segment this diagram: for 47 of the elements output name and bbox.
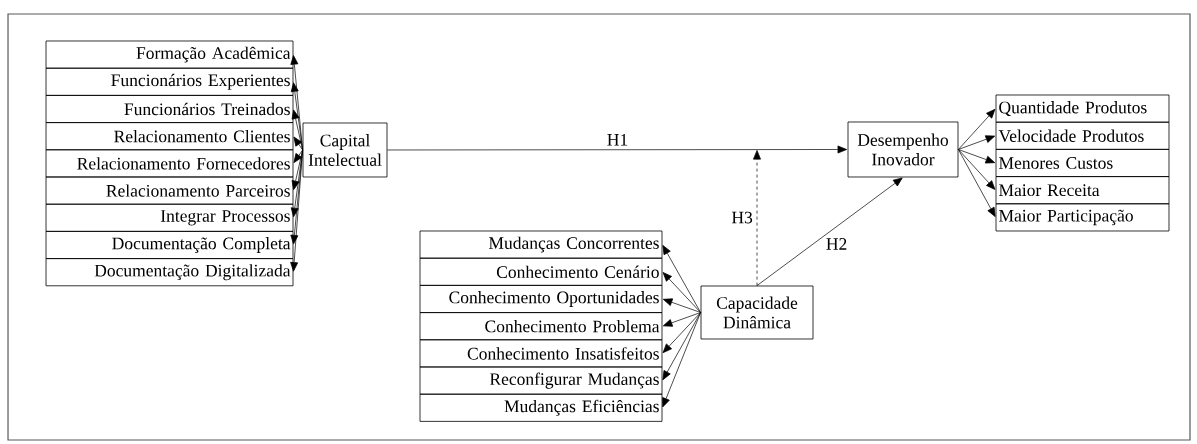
indicator-box: Relacionamento Fornecedores bbox=[45, 149, 294, 178]
indicator-box: Documentação Digitalizada bbox=[45, 258, 294, 287]
arrow bbox=[290, 149, 303, 272]
arrow bbox=[293, 149, 303, 163]
indicator-box: Mudanças Eficiências bbox=[419, 393, 663, 422]
indicator-box: Conhecimento Problema bbox=[419, 312, 663, 341]
indicator-box: Menores Custos bbox=[995, 149, 1170, 177]
indicator-box: Quantidade Produtos bbox=[995, 94, 1170, 123]
arrow bbox=[662, 312, 701, 381]
arrow bbox=[958, 149, 996, 164]
construct-box: Desempenho Inovador bbox=[847, 121, 959, 178]
arrow bbox=[662, 312, 701, 354]
arrow bbox=[662, 312, 701, 408]
indicator-box: Funcionários Treinados bbox=[45, 95, 294, 123]
arrow bbox=[958, 135, 996, 150]
arrow bbox=[958, 149, 996, 217]
arrow bbox=[662, 298, 701, 313]
arrow bbox=[662, 312, 701, 327]
indicator-box: Conhecimento Oportunidades bbox=[419, 285, 663, 313]
edge-label: H3 bbox=[731, 211, 753, 224]
indicator-box: Formação Acadêmica bbox=[45, 40, 294, 69]
indicator-box: Conhecimento Insatisfeitos bbox=[419, 339, 663, 368]
indicator-box: Reconfigurar Mudanças bbox=[419, 366, 663, 395]
arrow bbox=[662, 272, 701, 313]
indicator-box: Integrar Processos bbox=[45, 203, 294, 232]
indicator-box: Documentação Completa bbox=[45, 231, 294, 259]
arrow bbox=[958, 149, 996, 190]
arrow bbox=[387, 145, 847, 154]
construct-box: Capacidade Dinâmica bbox=[700, 285, 814, 340]
indicator-box: Relacionamento Clientes bbox=[45, 122, 294, 151]
arrow bbox=[662, 245, 701, 313]
arrow bbox=[293, 136, 303, 151]
arrow bbox=[753, 150, 761, 286]
indicator-box: Funcionários Experientes bbox=[45, 67, 294, 96]
arrow bbox=[958, 108, 996, 150]
indicator-box: Maior Participação bbox=[995, 203, 1170, 232]
indicator-box: Velocidade Produtos bbox=[995, 121, 1170, 150]
arrow bbox=[291, 109, 303, 151]
edge-label: H2 bbox=[826, 238, 847, 250]
edge-label: H1 bbox=[607, 134, 628, 146]
arrow bbox=[291, 149, 303, 190]
indicator-box: Maior Receita bbox=[995, 176, 1170, 205]
indicator-box: Relacionamento Parceiros bbox=[45, 176, 294, 205]
construct-box: Capital Intelectual bbox=[302, 122, 388, 178]
indicator-box: Mudanças Concorrentes bbox=[419, 230, 663, 259]
arrow bbox=[756, 177, 903, 286]
indicator-box: Conhecimento Cenário bbox=[419, 257, 663, 286]
